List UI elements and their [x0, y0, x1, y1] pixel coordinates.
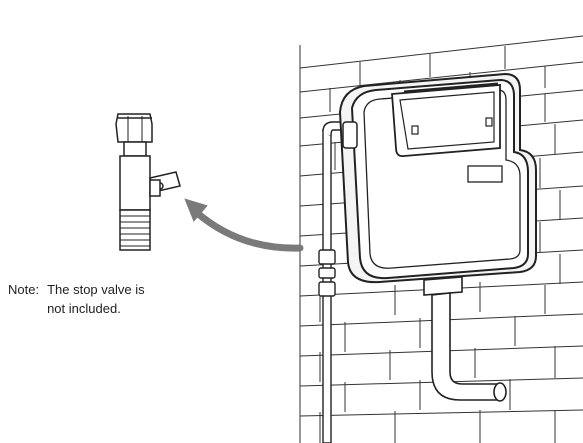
supply-pipe	[318, 121, 353, 443]
stop-valve	[115, 113, 181, 251]
note-line-1: The stop valve is	[47, 282, 145, 297]
arrow-head	[184, 198, 208, 222]
note-line-2: not included.	[47, 301, 121, 316]
note-label: Note:	[8, 282, 40, 297]
note-text: The stop valve is not included.	[47, 280, 145, 318]
concealed-cistern	[338, 72, 537, 296]
curved-arrow	[192, 208, 304, 252]
flush-pipe	[431, 292, 507, 402]
note: Note: The stop valve is not included.	[8, 280, 145, 318]
